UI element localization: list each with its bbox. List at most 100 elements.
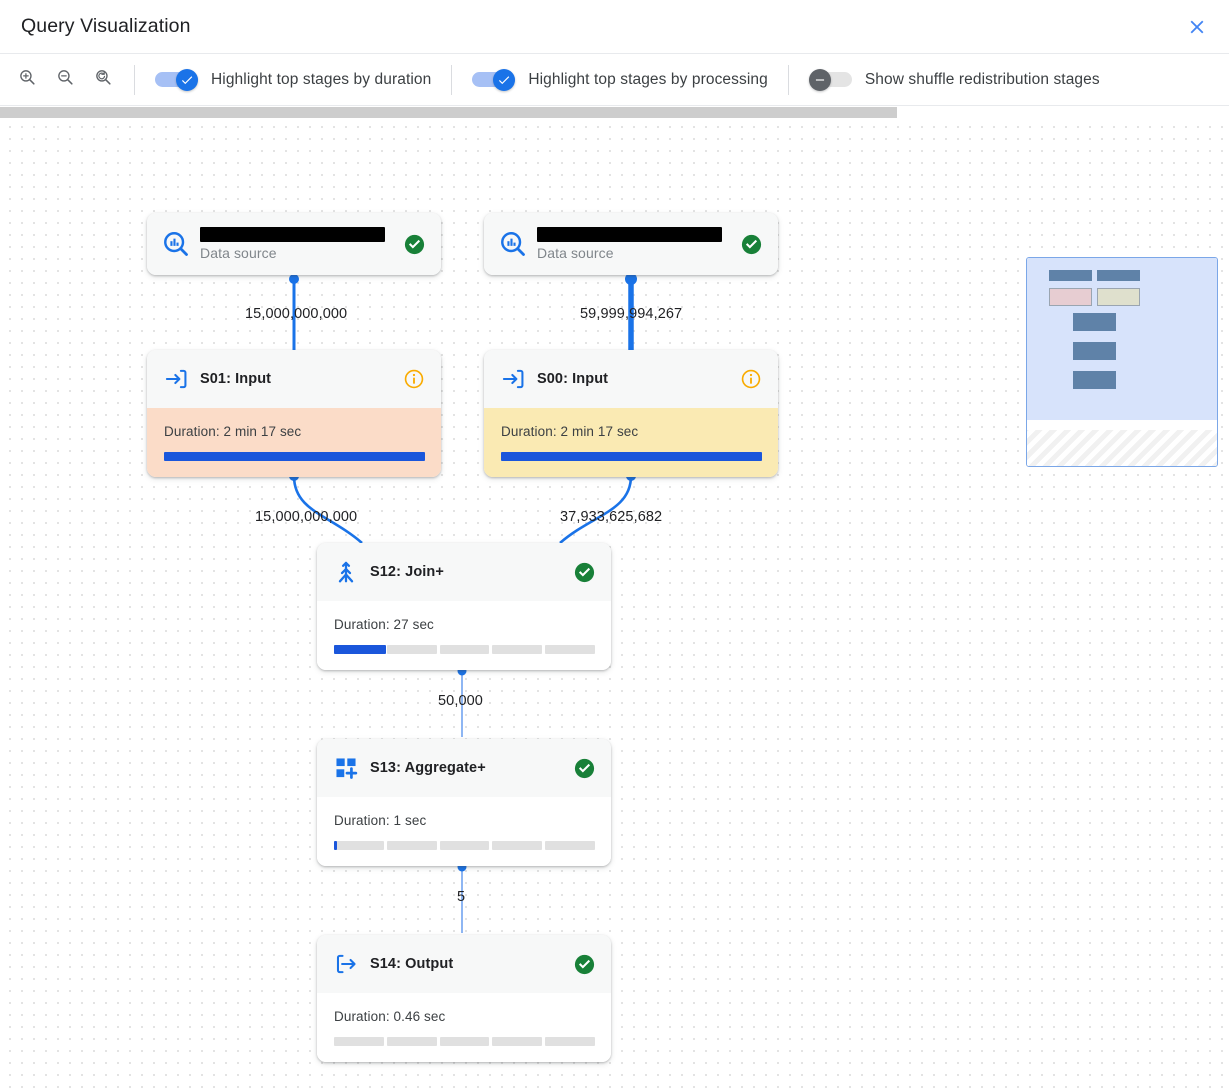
- toggle-highlight-duration-switch[interactable]: [155, 68, 198, 91]
- toggle-show-shuffle-stages-label: Show shuffle redistribution stages: [864, 70, 1100, 88]
- input-arrow-icon: [161, 364, 191, 394]
- status-ok-icon[interactable]: [572, 756, 596, 780]
- close-icon: [1186, 16, 1208, 38]
- node-duration-label: Duration: 2 min 17 sec: [164, 424, 302, 439]
- minimap-viewport[interactable]: [1027, 258, 1217, 420]
- join-icon: [331, 557, 361, 587]
- toggle-show-shuffle-stages[interactable]: Show shuffle redistribution stages: [789, 54, 1120, 105]
- node-title-wrap: Data source: [537, 227, 731, 261]
- scrollbar-thumb[interactable]: [0, 107, 897, 118]
- edge-endpoint-dot: [289, 274, 299, 284]
- progress-fill: [334, 841, 337, 850]
- edge-label-s12-s13: 50,000: [438, 693, 483, 709]
- node-header: S14: Output: [317, 935, 611, 993]
- node-title-wrap: S13: Aggregate+: [370, 760, 564, 776]
- node-duration-label: Duration: 1 sec: [334, 813, 427, 828]
- switch-knob: [808, 68, 831, 91]
- status-info-icon[interactable]: [402, 367, 426, 391]
- node-header: S01: Input: [147, 350, 441, 408]
- toggle-highlight-processing-switch[interactable]: [472, 68, 516, 91]
- toggle-show-shuffle-stages-switch[interactable]: [808, 68, 852, 91]
- node-duration-label: Duration: 0.46 sec: [334, 1009, 446, 1024]
- node-stage-s00[interactable]: S00: Input Duration: 2 min 17 sec: [484, 350, 778, 477]
- bigquery-data-source-icon: [498, 229, 528, 259]
- aggregate-icon: [331, 753, 361, 783]
- progress-fill: [334, 645, 387, 654]
- page-title: Query Visualization: [21, 15, 191, 37]
- node-body: Duration: 0.46 sec: [317, 993, 611, 1062]
- toggle-highlight-processing[interactable]: Highlight top stages by processing: [452, 54, 787, 105]
- node-stage-s12[interactable]: S12: Join+ Duration: 27 sec: [317, 543, 611, 670]
- minimap-node: [1073, 371, 1116, 389]
- switch-knob: [493, 68, 516, 91]
- minimap-node: [1049, 288, 1092, 306]
- node-body: Duration: 2 min 17 sec: [484, 408, 778, 477]
- zoom-in-button[interactable]: [14, 67, 40, 93]
- zoom-in-icon: [18, 68, 37, 92]
- node-title: S13: Aggregate+: [370, 760, 486, 776]
- status-info-icon[interactable]: [739, 367, 763, 391]
- minimap-hatched-area: [1027, 430, 1217, 466]
- progress-bar: [334, 645, 595, 654]
- minimap-node: [1073, 342, 1116, 360]
- progress-fill: [164, 452, 425, 461]
- edge-label-ds2-s00: 59,999,994,267: [580, 306, 683, 322]
- visualization-toolbar: Highlight top stages by duration Highlig…: [0, 53, 1229, 106]
- node-header: S12: Join+: [317, 543, 611, 601]
- node-title: S01: Input: [200, 371, 272, 387]
- zoom-out-icon: [56, 68, 75, 92]
- node-title-wrap: Data source: [200, 227, 394, 261]
- node-body: Duration: 2 min 17 sec: [147, 408, 441, 477]
- node-duration-label: Duration: 2 min 17 sec: [501, 424, 639, 439]
- zoom-reset-button[interactable]: [90, 67, 116, 93]
- node-subtitle: Data source: [200, 245, 277, 261]
- node-title: S14: Output: [370, 956, 454, 972]
- node-title-wrap: S00: Input: [537, 371, 731, 387]
- progress-fill: [501, 452, 762, 461]
- toggle-highlight-processing-label: Highlight top stages by processing: [528, 70, 768, 88]
- progress-bar: [164, 452, 425, 461]
- node-title-wrap: S01: Input: [200, 371, 394, 387]
- node-stage-s01[interactable]: S01: Input Duration: 2 min 17 sec: [147, 350, 441, 477]
- edge-label-s00-s12: 37,933,625,682: [560, 509, 663, 525]
- zoom-reset-icon: [94, 68, 113, 92]
- status-ok-icon[interactable]: [402, 232, 426, 256]
- edge-label-s13-s14: 5: [457, 889, 466, 905]
- node-stage-s14[interactable]: S14: Output Duration: 0.46 sec: [317, 935, 611, 1062]
- toggle-highlight-duration[interactable]: Highlight top stages by duration: [135, 54, 451, 105]
- horizontal-scrollbar[interactable]: [0, 106, 1229, 119]
- graph-canvas[interactable]: 15,000,000,000 59,999,994,267 15,000,000…: [0, 119, 1229, 1090]
- toolbar-divider: [134, 64, 135, 95]
- node-header: Data source: [484, 213, 778, 275]
- progress-bar: [334, 841, 595, 850]
- progress-bar: [334, 1037, 595, 1046]
- edge-label-s01-s12: 15,000,000,000: [255, 509, 358, 525]
- minimap[interactable]: [1026, 257, 1218, 467]
- node-title: S12: Join+: [370, 564, 444, 580]
- toggle-highlight-duration-label: Highlight top stages by duration: [211, 70, 432, 88]
- minimap-node: [1073, 313, 1116, 331]
- status-ok-icon[interactable]: [572, 560, 596, 584]
- minimap-node: [1049, 270, 1092, 281]
- zoom-out-button[interactable]: [52, 67, 78, 93]
- switch-knob: [176, 68, 198, 91]
- status-ok-icon[interactable]: [572, 952, 596, 976]
- node-title-wrap: S14: Output: [370, 956, 564, 972]
- redacted-table-name: [537, 227, 722, 242]
- dialog-header: Query Visualization: [0, 0, 1229, 53]
- status-ok-icon[interactable]: [739, 232, 763, 256]
- close-button[interactable]: [1179, 9, 1215, 45]
- node-subtitle: Data source: [537, 245, 614, 261]
- node-header: S13: Aggregate+: [317, 739, 611, 797]
- toolbar-divider: [451, 64, 453, 95]
- node-body: Duration: 1 sec: [317, 797, 611, 866]
- node-stage-s13[interactable]: S13: Aggregate+ Duration: 1 sec: [317, 739, 611, 866]
- node-duration-label: Duration: 27 sec: [334, 617, 434, 632]
- node-data-source-2[interactable]: Data source: [484, 213, 778, 275]
- edge-label-ds1-s01: 15,000,000,000: [245, 306, 348, 322]
- node-body: Duration: 27 sec: [317, 601, 611, 670]
- node-title-wrap: S12: Join+: [370, 564, 564, 580]
- output-arrow-icon: [331, 949, 361, 979]
- node-data-source-1[interactable]: Data source: [147, 213, 441, 275]
- node-header: Data source: [147, 213, 441, 275]
